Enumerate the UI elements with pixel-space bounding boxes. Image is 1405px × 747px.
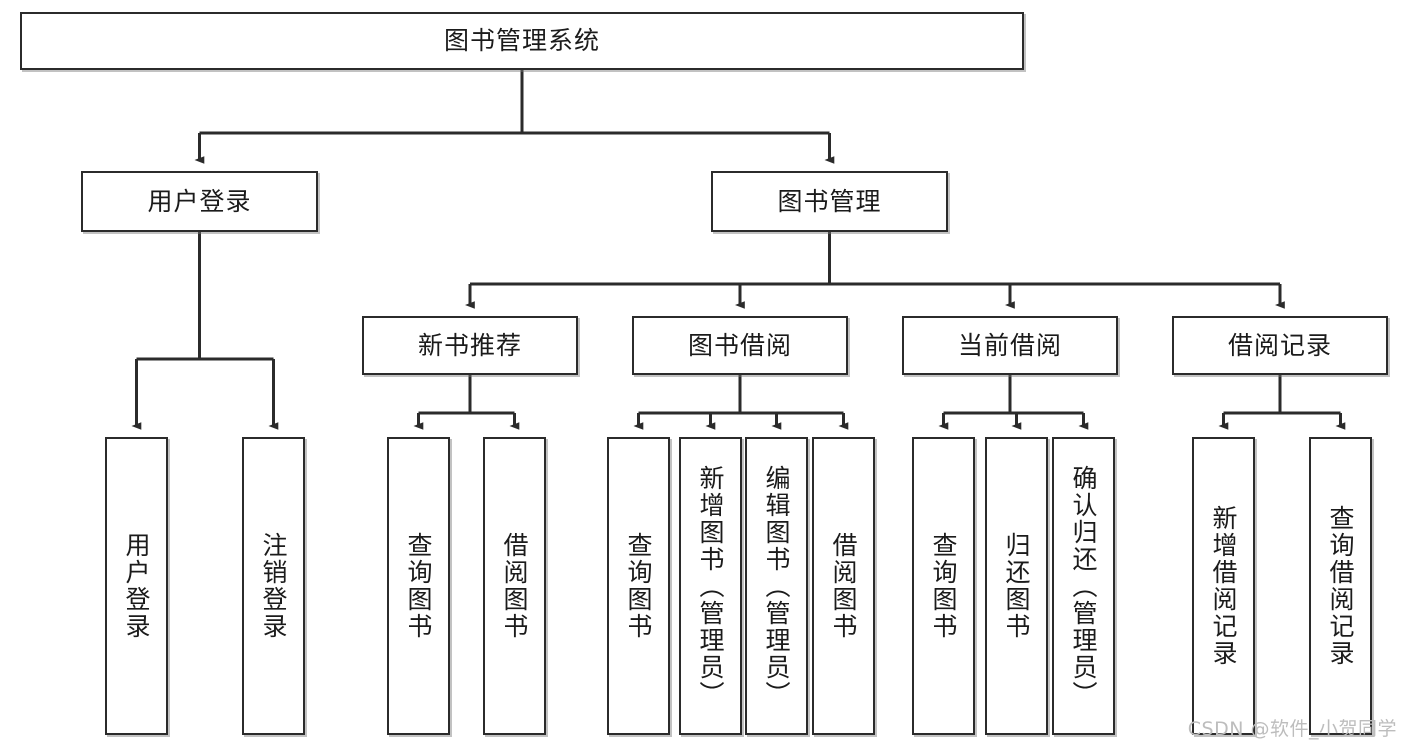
node-label-current-borrow: 当前借阅 xyxy=(957,330,1062,360)
node-label-leaf-query-book-1: 查询图书 xyxy=(404,532,433,640)
node-label-leaf-borrow-book-1: 借阅图书 xyxy=(500,532,529,640)
node-leaf-return-book[interactable]: 归还图书 xyxy=(985,437,1048,735)
node-user-login[interactable]: 用户登录 xyxy=(81,171,318,232)
node-label-leaf-query-book-3: 查询图书 xyxy=(929,532,958,640)
node-leaf-borrow-book-2[interactable]: 借阅图书 xyxy=(812,437,875,735)
node-leaf-add-record[interactable]: 新增借阅记录 xyxy=(1192,437,1255,735)
node-leaf-query-book-2[interactable]: 查询图书 xyxy=(607,437,670,735)
node-label-leaf-add-record: 新增借阅记录 xyxy=(1209,505,1238,667)
node-leaf-query-record[interactable]: 查询借阅记录 xyxy=(1309,437,1372,735)
watermark-text: CSDN @软件_小贺同学 xyxy=(1187,718,1397,740)
node-label-leaf-edit-book: 编辑图书（管理员） xyxy=(762,464,791,708)
node-leaf-query-book-1[interactable]: 查询图书 xyxy=(387,437,450,735)
node-label-leaf-query-record: 查询借阅记录 xyxy=(1326,505,1355,667)
node-label-user-login: 用户登录 xyxy=(147,186,252,216)
node-label-leaf-logout: 注销登录 xyxy=(259,532,288,640)
node-label-root: 图书管理系统 xyxy=(443,26,600,55)
node-label-new-book-recommend: 新书推荐 xyxy=(417,330,522,360)
node-leaf-borrow-book-1[interactable]: 借阅图书 xyxy=(483,437,546,735)
node-current-borrow[interactable]: 当前借阅 xyxy=(902,316,1118,375)
node-book-manage[interactable]: 图书管理 xyxy=(711,171,948,232)
node-label-book-manage: 图书管理 xyxy=(777,186,882,216)
node-label-leaf-add-book: 新增图书（管理员） xyxy=(696,464,725,708)
node-label-leaf-query-book-2: 查询图书 xyxy=(624,532,653,640)
node-borrow-record[interactable]: 借阅记录 xyxy=(1172,316,1388,375)
node-book-borrow[interactable]: 图书借阅 xyxy=(632,316,848,375)
node-label-leaf-return-book: 归还图书 xyxy=(1002,532,1031,640)
node-new-book-recommend[interactable]: 新书推荐 xyxy=(362,316,578,375)
node-leaf-logout[interactable]: 注销登录 xyxy=(242,437,305,735)
node-label-borrow-record: 借阅记录 xyxy=(1227,330,1332,360)
node-leaf-query-book-3[interactable]: 查询图书 xyxy=(912,437,975,735)
node-leaf-edit-book[interactable]: 编辑图书（管理员） xyxy=(745,437,808,735)
node-leaf-user-login[interactable]: 用户登录 xyxy=(105,437,168,735)
node-leaf-add-book[interactable]: 新增图书（管理员） xyxy=(679,437,742,735)
node-label-leaf-confirm-return: 确认归还（管理员） xyxy=(1069,464,1098,708)
node-label-leaf-user-login: 用户登录 xyxy=(122,532,151,640)
node-root[interactable]: 图书管理系统 xyxy=(20,12,1024,70)
node-label-leaf-borrow-book-2: 借阅图书 xyxy=(829,532,858,640)
node-label-book-borrow: 图书借阅 xyxy=(687,330,792,360)
node-leaf-confirm-return[interactable]: 确认归还（管理员） xyxy=(1052,437,1115,735)
